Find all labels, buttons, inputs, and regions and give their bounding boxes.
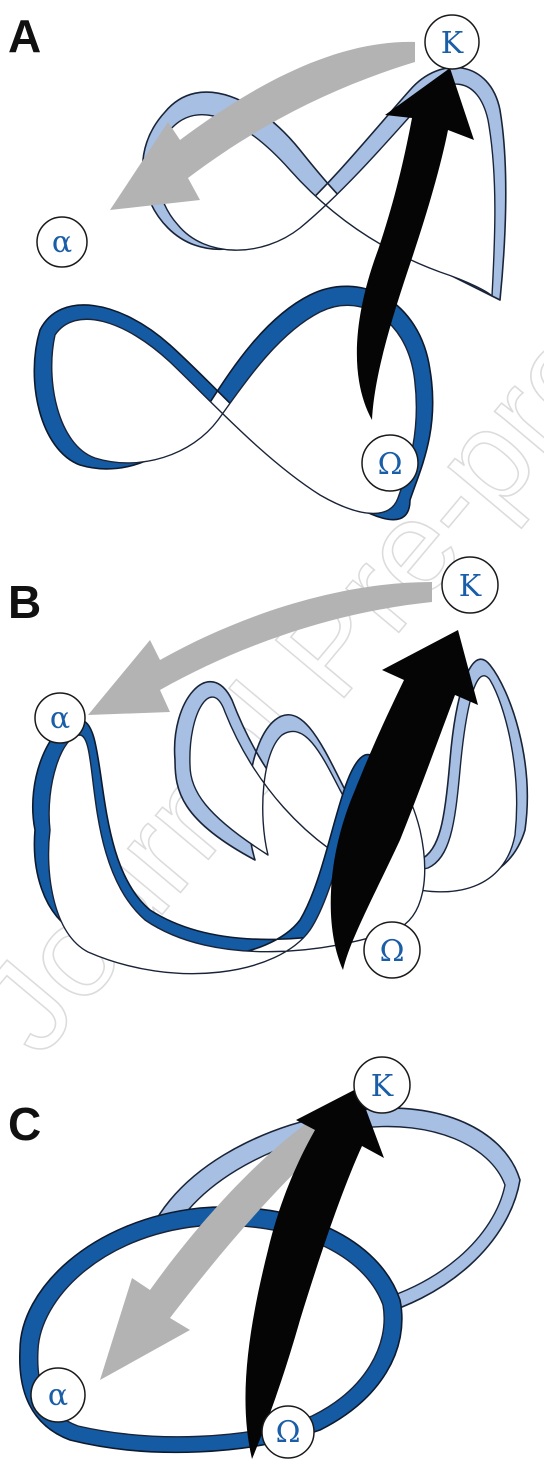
grey-arrow-icon xyxy=(110,41,415,211)
panel-label-c: C xyxy=(8,1098,41,1150)
kappa-node: K xyxy=(353,1056,411,1114)
alpha-symbol: α xyxy=(52,225,72,260)
dark-blue-ribbon-icon xyxy=(31,719,426,975)
black-arrow-icon xyxy=(245,1088,384,1459)
omega-node: Ω xyxy=(363,921,421,979)
black-arrow-icon xyxy=(330,630,478,970)
panel-a: A K α Ω xyxy=(8,10,507,521)
omega-symbol: Ω xyxy=(276,1415,301,1450)
omega-symbol: Ω xyxy=(378,447,403,482)
kappa-symbol: K xyxy=(371,1069,394,1104)
kappa-symbol: K xyxy=(441,26,464,61)
kappa-node: K xyxy=(441,556,499,614)
kappa-node: K xyxy=(424,14,480,70)
dark-blue-ribbon-icon xyxy=(33,285,434,521)
alpha-node: α xyxy=(30,1367,86,1423)
alpha-node: α xyxy=(34,692,86,744)
alpha-symbol: α xyxy=(48,1378,68,1413)
black-arrow-icon xyxy=(356,68,474,420)
omega-node: Ω xyxy=(261,1405,315,1459)
panel-label-a: A xyxy=(8,10,41,62)
panel-c: C K α Ω xyxy=(8,1056,521,1459)
omega-symbol: Ω xyxy=(380,934,405,969)
panel-label-b: B xyxy=(8,576,41,628)
omega-node: Ω xyxy=(361,434,419,492)
grey-arrow-icon xyxy=(100,1095,360,1380)
kappa-symbol: K xyxy=(459,569,482,604)
panel-b: B K α Ω xyxy=(8,556,529,979)
grey-arrow-icon xyxy=(88,582,432,715)
alpha-node: α xyxy=(36,216,88,268)
alpha-symbol: α xyxy=(50,701,70,736)
